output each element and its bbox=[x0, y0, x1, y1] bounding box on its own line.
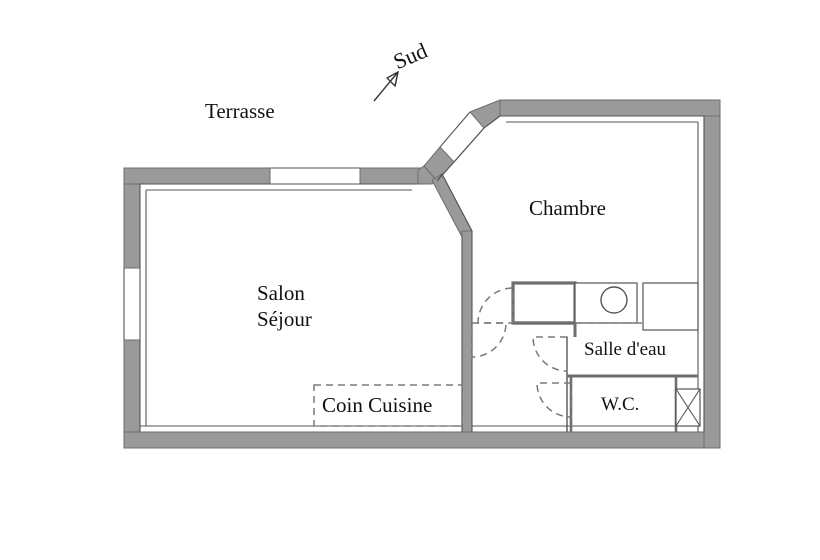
coin-cuisine-zone bbox=[313, 384, 463, 427]
window-top-salon bbox=[270, 167, 360, 185]
wall-right bbox=[703, 99, 721, 449]
wall-interior-diagonal bbox=[431, 173, 473, 238]
label-terrasse: Terrasse bbox=[205, 99, 275, 123]
cabinet bbox=[642, 282, 699, 331]
door-hall bbox=[471, 322, 507, 358]
wall-bay-diagonal-upper bbox=[469, 99, 501, 129]
compass-arrow-icon bbox=[373, 70, 399, 102]
label-salon: Salon bbox=[257, 281, 305, 305]
door-chambre bbox=[477, 287, 514, 324]
bathroom-partitions bbox=[511, 281, 701, 432]
label-sejour: Séjour bbox=[257, 307, 312, 331]
chambre-inner-bay bbox=[436, 115, 501, 232]
wash-basin bbox=[600, 286, 628, 314]
wall-interior-partition bbox=[461, 230, 473, 433]
wall-top-chambre bbox=[499, 99, 721, 117]
label-salle-deau: Salle d'eau bbox=[584, 339, 667, 360]
door-salledeau bbox=[532, 336, 568, 372]
label-wc: W.C. bbox=[601, 394, 640, 415]
shower-tray bbox=[511, 281, 577, 325]
wall-top-salon-left bbox=[123, 167, 271, 185]
utility-shaft bbox=[675, 388, 701, 427]
wall-bottom bbox=[123, 431, 721, 449]
door-swings bbox=[471, 287, 572, 418]
window-left-salon bbox=[123, 268, 141, 340]
label-chambre: Chambre bbox=[529, 196, 606, 220]
door-wc bbox=[536, 382, 572, 418]
exterior-walls bbox=[123, 99, 721, 449]
label-coin-cuisine: Coin Cuisine bbox=[322, 393, 433, 417]
